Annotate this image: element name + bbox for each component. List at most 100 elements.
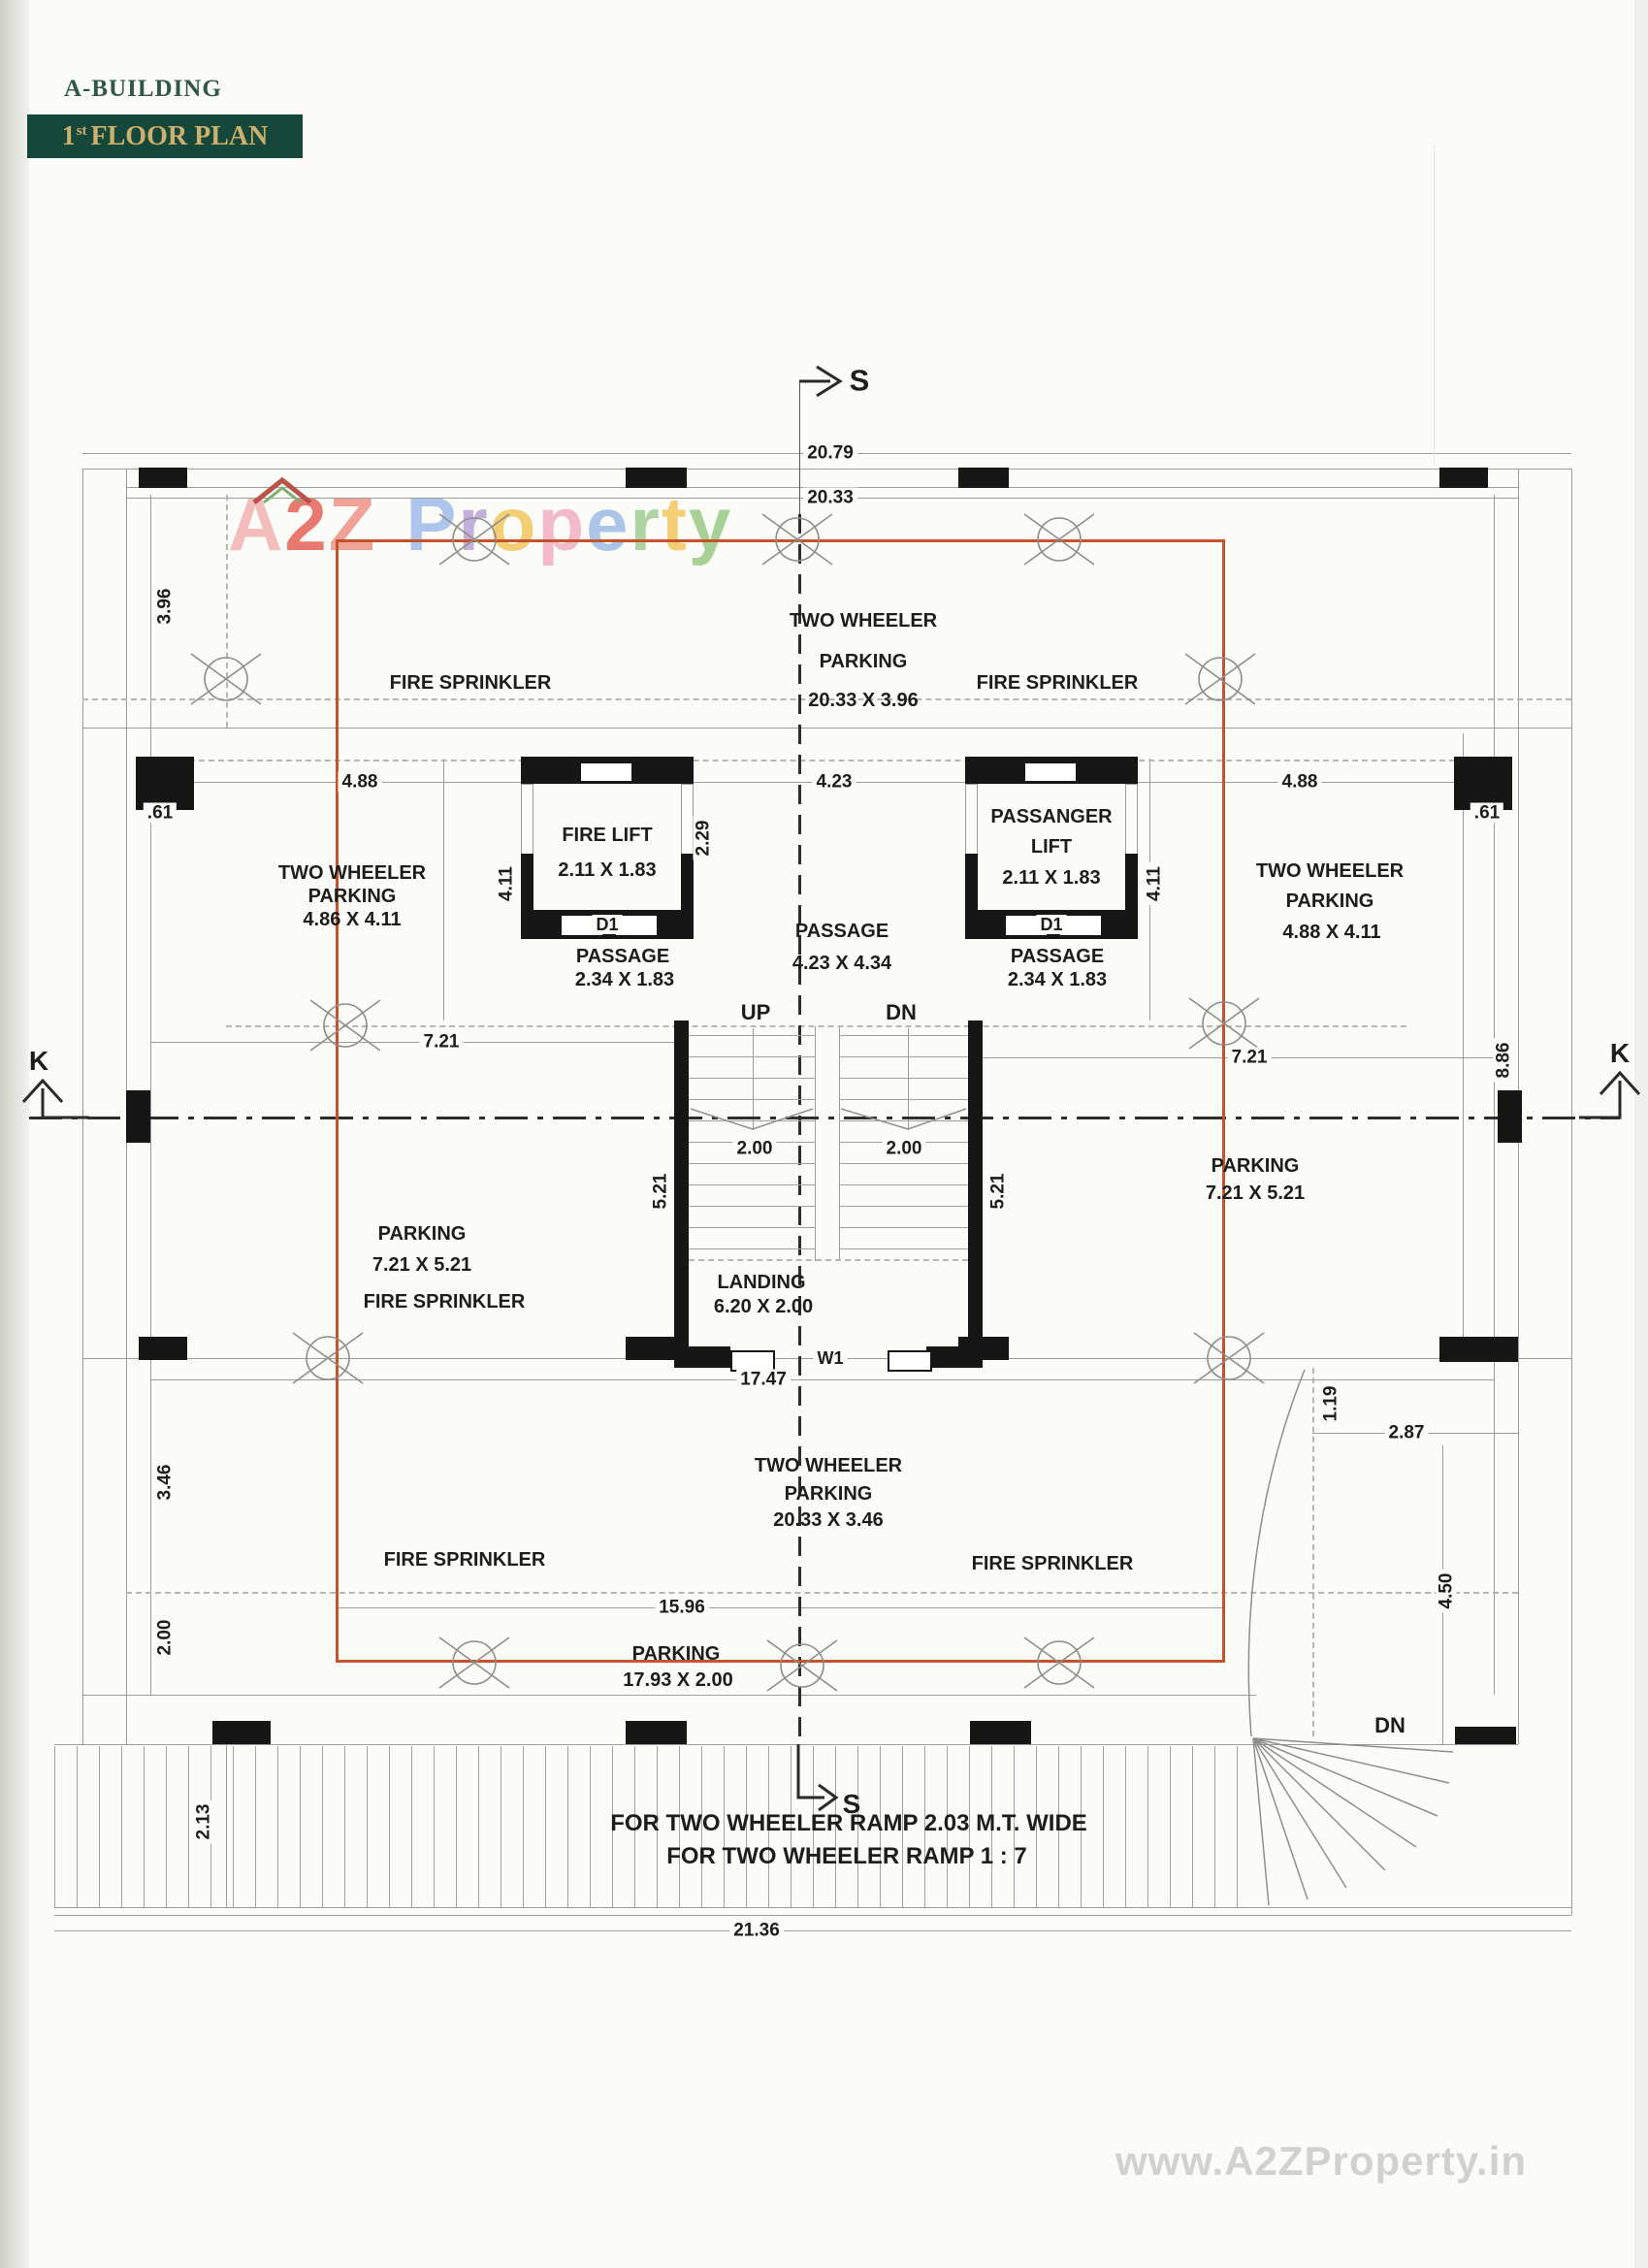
- column: [970, 1721, 1031, 1744]
- section-letter-bottom: S: [842, 1789, 861, 1819]
- floor-number: 1: [61, 120, 76, 151]
- dimension-label: 4.50: [1436, 1569, 1457, 1613]
- door-tag: D1: [1036, 915, 1067, 934]
- dimension-label: 7.21: [1227, 1047, 1272, 1068]
- room-label: PARKING: [1285, 891, 1374, 912]
- floor-title: FLOOR PLAN: [90, 120, 269, 151]
- plan-line: [1494, 495, 1495, 1695]
- stair-well-line: [815, 1026, 816, 1261]
- column: [136, 757, 194, 810]
- ramp-down-label: DN: [1374, 1713, 1406, 1737]
- building-title: A-BUILDING: [64, 76, 222, 102]
- passenger-lift-wall: [965, 784, 978, 856]
- column: [139, 468, 187, 488]
- parking-label: PARKING: [631, 1643, 721, 1665]
- column: [1439, 468, 1488, 488]
- dimension-label: 20.33: [803, 487, 857, 508]
- plan-line: [1463, 733, 1464, 1360]
- axis-arrowhead-left: [21, 1078, 64, 1104]
- landing-wall: [926, 1346, 983, 1368]
- plan-line: [54, 1907, 1571, 1908]
- axis-arrow-right: [1579, 1081, 1622, 1119]
- landing-size-label: 6.20 X 2.00: [713, 1296, 814, 1317]
- passenger-lift-door-niche: [1023, 761, 1078, 783]
- brand-letter: A: [228, 481, 285, 567]
- ramp-fan-line: [1252, 1737, 1386, 1871]
- axis-letter-left: K: [28, 1046, 49, 1076]
- room-label: TWO WHEELER: [277, 862, 427, 884]
- dashed-grid-line: [226, 495, 228, 728]
- column: [1455, 1727, 1516, 1744]
- dimension-label: 2.87: [1384, 1422, 1429, 1443]
- plan-line: [1571, 469, 1572, 1915]
- page-fold-line: [1434, 146, 1435, 466]
- fire-lift-wall: [681, 784, 694, 856]
- dimension-label: 2.13: [193, 1799, 214, 1844]
- section-arrowhead-top: [816, 365, 843, 398]
- dimension-label: 7.21: [419, 1031, 464, 1053]
- passenger-lift-label: PASSANGER: [990, 806, 1113, 827]
- column: [1439, 1337, 1518, 1362]
- stair-up-label: UP: [740, 1000, 771, 1024]
- dashed-grid-line: [82, 698, 1571, 700]
- passage-size-label: 4.23 X 4.34: [792, 953, 892, 974]
- column: [1454, 757, 1512, 810]
- column: [139, 1337, 187, 1360]
- dashed-grid-line: [226, 1025, 1406, 1027]
- dimension-label: .61: [143, 802, 178, 824]
- website-watermark: www.A2ZProperty.in: [1115, 2138, 1528, 2184]
- parking-label: PARKING: [377, 1223, 467, 1245]
- room-size-label: 20.33 X 3.96: [808, 690, 919, 711]
- dimension-label: 4.23: [812, 771, 856, 793]
- plan-line: [54, 1915, 1571, 1916]
- passage-size-label: 2.34 X 1.83: [1007, 969, 1108, 990]
- section-line-stem: [799, 381, 800, 514]
- ramp-fan-line: [1252, 1737, 1309, 1900]
- fire-sprinkler-label: FIRE SPRINKLER: [363, 1291, 526, 1312]
- dashed-grid-line: [1312, 1368, 1314, 1736]
- passage-size-label: 2.34 X 1.83: [574, 969, 675, 990]
- parking-size-label: 7.21 X 5.21: [372, 1254, 472, 1276]
- axis-arrowhead-right: [1599, 1070, 1641, 1096]
- dimension-label: 4.11: [496, 862, 517, 905]
- dimension-label: 15.96: [655, 1597, 709, 1618]
- room-label: TWO WHEELER: [754, 1455, 903, 1476]
- dimension-label: .61: [1470, 802, 1504, 824]
- passenger-lift-wall: [965, 854, 978, 910]
- stair-down-label: DN: [886, 1000, 917, 1024]
- column: [212, 1721, 271, 1744]
- window-tag: W1: [813, 1348, 848, 1368]
- ramp-note: FOR TWO WHEELER RAMP 2.03 M.T. WIDE: [610, 1810, 1087, 1836]
- dimension-label: 20.79: [803, 442, 857, 464]
- passenger-lift-label: LIFT: [1030, 836, 1073, 858]
- plan-line: [82, 1695, 1256, 1696]
- page-right-edge-shadow: [1634, 0, 1648, 2268]
- dimension-label: 21.36: [729, 1920, 784, 1941]
- axis-line-k: [29, 1117, 1620, 1119]
- dimension-label: 3.96: [154, 584, 176, 629]
- dimension-label: 2.00: [882, 1138, 926, 1159]
- room-size-label: 4.86 X 4.11: [303, 909, 402, 930]
- dimension-label: 3.46: [154, 1460, 176, 1505]
- section-letter-top: S: [849, 363, 870, 398]
- two-wheeler-ramp: [54, 1746, 1242, 1907]
- dimension-label: 2.00: [732, 1138, 777, 1159]
- ramp-note: FOR TWO WHEELER RAMP 1 : 7: [666, 1843, 1027, 1869]
- fire-lift-size-label: 2.11 X 1.83: [558, 859, 657, 881]
- fire-lift-wall: [681, 854, 694, 910]
- dimension-label: 4.88: [338, 771, 382, 793]
- dimension-label: 4.11: [1144, 862, 1165, 905]
- dimension-label: 2.00: [154, 1615, 176, 1660]
- passage-label: PASSAGE: [794, 921, 889, 942]
- room-size-label: 4.88 X 4.11: [1282, 922, 1381, 943]
- landing-label: LANDING: [717, 1272, 806, 1293]
- passenger-lift-wall: [1125, 784, 1138, 856]
- fire-sprinkler-label: FIRE SPRINKLER: [383, 1549, 546, 1571]
- dimension-label: 1.19: [1320, 1381, 1341, 1426]
- room-label: TWO WHEELER: [789, 610, 938, 632]
- dashed-grid-line: [150, 760, 1494, 761]
- passenger-lift-size-label: 2.11 X 1.83: [1002, 867, 1101, 889]
- room-label: PARKING: [784, 1483, 873, 1505]
- parking-size-label: 7.21 X 5.21: [1205, 1183, 1306, 1204]
